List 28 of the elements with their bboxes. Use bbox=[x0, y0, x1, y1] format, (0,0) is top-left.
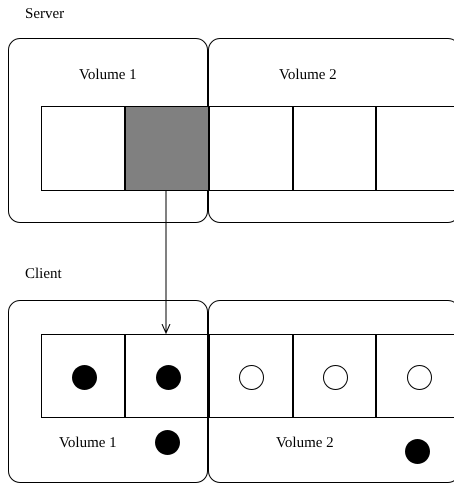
block-cell bbox=[41, 106, 125, 191]
volume-box bbox=[208, 300, 454, 483]
block-cell bbox=[125, 106, 209, 191]
volume-box bbox=[8, 38, 208, 223]
block-cell bbox=[293, 106, 376, 191]
hollow-circle bbox=[239, 365, 264, 390]
volume-label: Volume 1 bbox=[79, 67, 137, 84]
block-cell bbox=[376, 334, 454, 418]
section-heading: Server bbox=[25, 6, 64, 23]
block-cell bbox=[209, 106, 293, 191]
volume-label: Volume 1 bbox=[59, 435, 117, 452]
block-cell bbox=[209, 334, 293, 418]
filled-dot bbox=[405, 439, 430, 464]
hollow-circle bbox=[323, 365, 348, 390]
arrow bbox=[162, 190, 170, 334]
volume-box bbox=[208, 38, 454, 223]
volume-label: Volume 2 bbox=[279, 67, 337, 84]
filled-dot bbox=[155, 430, 180, 455]
hollow-circle bbox=[407, 365, 432, 390]
block-cell bbox=[41, 334, 125, 418]
volume-box bbox=[8, 300, 208, 483]
filled-dot bbox=[156, 365, 181, 390]
block-cell bbox=[293, 334, 376, 418]
block-cell bbox=[125, 334, 209, 418]
block-cell bbox=[376, 106, 454, 191]
section-heading: Client bbox=[25, 266, 62, 283]
filled-dot bbox=[72, 365, 97, 390]
volume-label: Volume 2 bbox=[276, 435, 334, 452]
